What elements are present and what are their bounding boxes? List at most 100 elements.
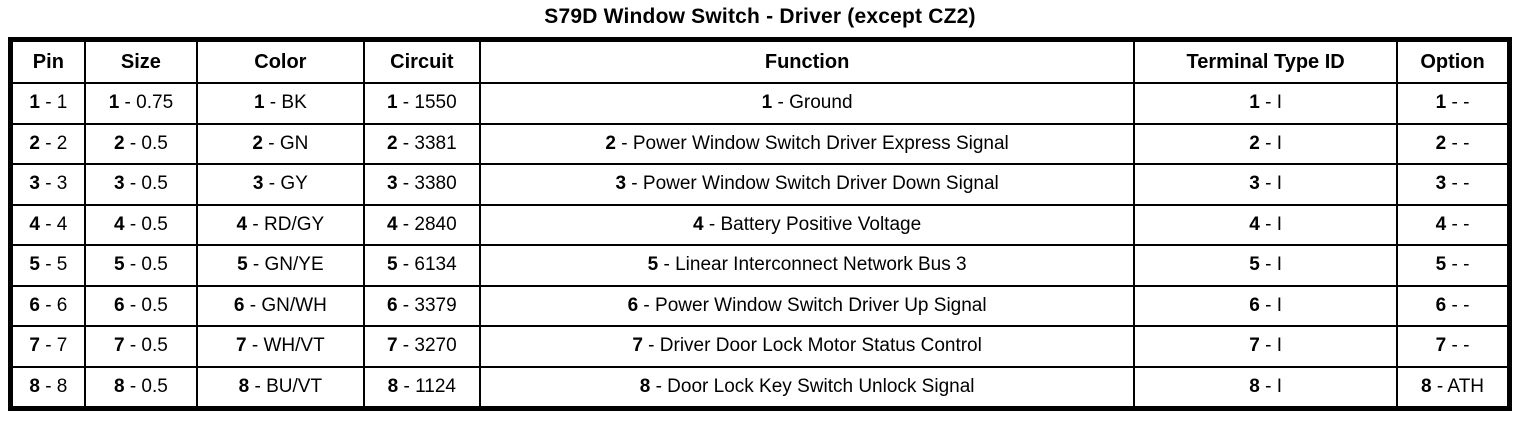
table-cell-function: 5 - Linear Interconnect Network Bus 3: [479, 244, 1136, 287]
cell-row-number: 6: [1249, 294, 1260, 316]
cell-value: - I: [1259, 173, 1282, 195]
pinout-table: Pin Size Color Circuit Function Terminal…: [8, 37, 1512, 411]
column-header-size: Size: [83, 38, 199, 84]
cell-row-number: 3: [1435, 173, 1447, 195]
cell-value: - I: [1259, 294, 1282, 316]
cell-value: - 0.5: [124, 173, 168, 195]
cell-row-number: 2: [1249, 132, 1260, 154]
cell-row-number: 3: [29, 173, 40, 195]
cell-value: - 1124: [398, 375, 456, 397]
cell-row-number: 5: [1249, 254, 1260, 276]
cell-row-number: 7: [236, 335, 247, 357]
cell-value: - Power Window Switch Driver Up Signal: [638, 294, 987, 316]
cell-value: - BK: [264, 92, 307, 114]
cell-value: - GN/WH: [244, 294, 327, 316]
cell-row-number: 7: [113, 335, 125, 357]
table-cell-function: 7 - Driver Door Lock Motor Status Contro…: [479, 325, 1136, 368]
cell-row-number: 1: [29, 92, 40, 114]
table-cell-option: 6 - -: [1396, 284, 1511, 327]
table-cell-color: 5 - GN/YE: [196, 244, 365, 287]
cell-row-number: 6: [29, 294, 40, 316]
table-cell-terminal-type-id: 1 - I: [1133, 82, 1399, 125]
table-cell-circuit: 2 - 3381: [362, 122, 482, 165]
table-cell-size: 8 - 0.5: [83, 365, 199, 410]
page-title: S79D Window Switch - Driver (except CZ2): [544, 5, 976, 28]
cell-row-number: 6: [386, 294, 398, 316]
table-cell-size: 5 - 0.5: [83, 244, 199, 287]
cell-row-number: 5: [237, 254, 248, 276]
table-cell-option: 8 - ATH: [1396, 365, 1511, 410]
table-cell-size: 2 - 0.5: [83, 122, 199, 165]
cell-row-number: 5: [1435, 254, 1447, 276]
table-cell-terminal-type-id: 7 - I: [1133, 325, 1399, 368]
column-header-option: Option: [1396, 38, 1511, 84]
table-cell-circuit: 7 - 3270: [362, 325, 482, 368]
cell-value: - 3: [39, 173, 68, 195]
cell-row-number: 7: [632, 335, 643, 357]
cell-value: - 3270: [397, 335, 457, 357]
table-cell-terminal-type-id: 5 - I: [1133, 244, 1399, 287]
cell-value: - 6: [39, 294, 68, 316]
cell-value: - -: [1446, 173, 1470, 195]
cell-row-number: 7: [1249, 335, 1260, 357]
cell-value: - -: [1446, 294, 1470, 316]
table-cell-function: 2 - Power Window Switch Driver Express S…: [479, 122, 1136, 165]
cell-value: - Power Window Switch Driver Down Signal: [626, 173, 999, 195]
cell-value: - RD/GY: [247, 213, 325, 235]
cell-value: - GY: [263, 173, 308, 195]
table-cell-pin: 6 - 6: [9, 284, 86, 327]
cell-value: - ATH: [1431, 375, 1485, 397]
table-cell-size: 1 - 0.75: [83, 82, 199, 125]
column-header-function: Function: [479, 38, 1136, 84]
cell-row-number: 8: [29, 375, 40, 397]
cell-value: - GN/YE: [247, 254, 324, 276]
cell-row-number: 1: [253, 92, 265, 114]
cell-value: - I: [1259, 213, 1282, 235]
cell-value: - 0.5: [124, 375, 168, 397]
cell-value: - 0.75: [119, 92, 174, 114]
column-header-terminal-type-id: Terminal Type ID: [1133, 38, 1399, 84]
table-cell-option: 3 - -: [1396, 163, 1511, 206]
cell-row-number: 1: [386, 92, 398, 114]
cell-row-number: 1: [1435, 92, 1447, 114]
table-cell-function: 6 - Power Window Switch Driver Up Signal: [479, 284, 1136, 327]
table-cell-pin: 1 - 1: [9, 82, 86, 125]
cell-row-number: 8: [1249, 375, 1260, 397]
cell-value: - GN: [262, 132, 309, 154]
cell-value: - -: [1446, 254, 1470, 276]
cell-row-number: 3: [386, 173, 398, 195]
table-cell-pin: 8 - 8: [9, 365, 86, 410]
cell-value: - 3380: [397, 173, 457, 195]
cell-value: - I: [1259, 254, 1282, 276]
cell-value: - 3379: [397, 294, 457, 316]
cell-row-number: 8: [1421, 375, 1432, 397]
table-cell-color: 2 - GN: [196, 122, 365, 165]
table-cell-option: 2 - -: [1396, 122, 1511, 165]
table-cell-circuit: 4 - 2840: [362, 203, 482, 246]
cell-value: - 0.5: [124, 213, 168, 235]
table-cell-function: 3 - Power Window Switch Driver Down Sign…: [479, 163, 1136, 206]
cell-value: - I: [1259, 335, 1282, 357]
cell-value: - -: [1446, 335, 1470, 357]
cell-value: - 8: [39, 375, 68, 397]
cell-value: - 2: [39, 132, 68, 154]
cell-row-number: 3: [1249, 173, 1260, 195]
cell-row-number: 2: [386, 132, 398, 154]
column-header-circuit: Circuit: [362, 38, 482, 84]
table-cell-option: 4 - -: [1396, 203, 1511, 246]
cell-row-number: 1: [761, 92, 773, 114]
table-cell-function: 4 - Battery Positive Voltage: [479, 203, 1136, 246]
cell-row-number: 6: [1435, 294, 1447, 316]
cell-value: - I: [1259, 132, 1282, 154]
cell-row-number: 1: [1249, 92, 1260, 114]
cell-value: - 4: [39, 213, 68, 235]
table-cell-color: 4 - RD/GY: [196, 203, 365, 246]
cell-row-number: 2: [252, 132, 263, 154]
cell-value: - 0.5: [124, 294, 168, 316]
table-cell-circuit: 1 - 1550: [362, 82, 482, 125]
cell-value: - Door Lock Key Switch Unlock Signal: [650, 375, 975, 397]
